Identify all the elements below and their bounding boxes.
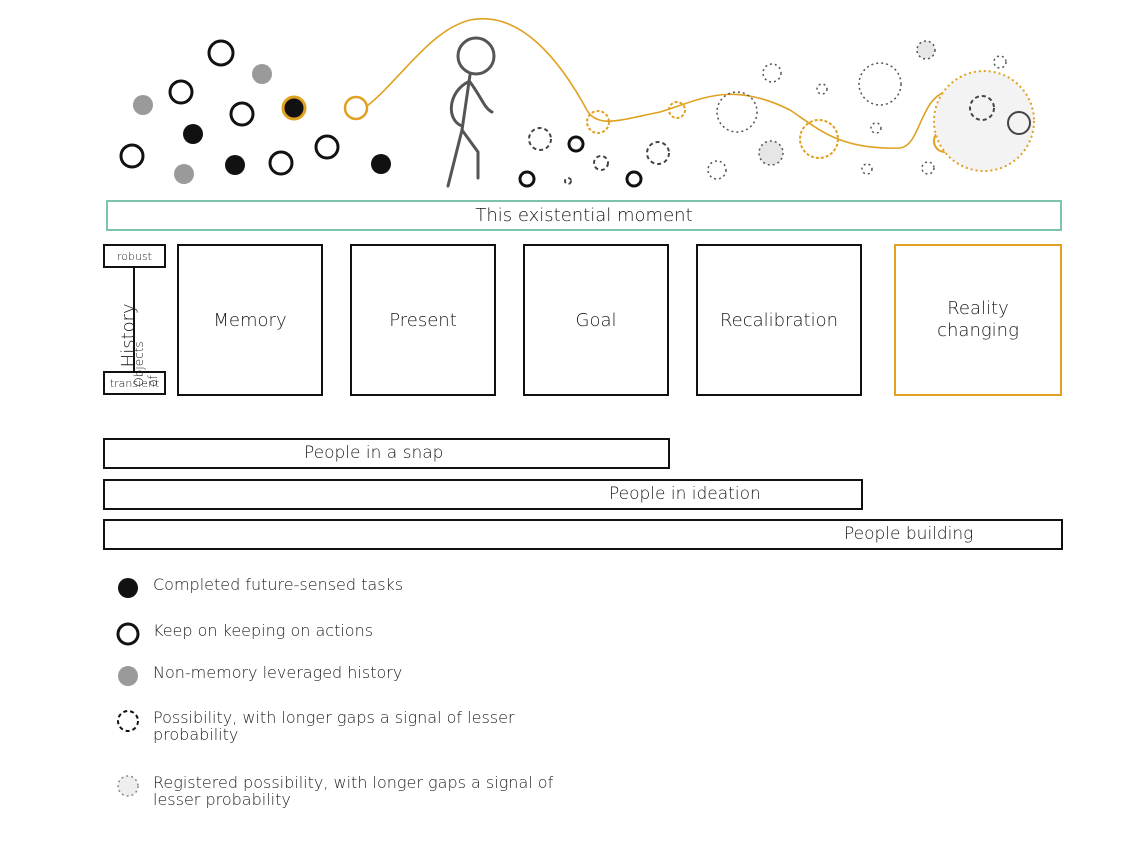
solid-small-circles [518, 135, 643, 188]
people-ideation-bar: People in ideation [103, 479, 863, 510]
stage-label: Present [389, 309, 457, 331]
gold-path [366, 17, 946, 149]
legend-label: Completed future-sensed tasks [153, 575, 404, 594]
grey-circle [133, 95, 153, 115]
legend-label: Possibility, with longer gaps a signal o… [153, 708, 515, 744]
stage-label: Goal [575, 309, 617, 331]
axis-title-large: History [117, 303, 139, 368]
gold-dashed-circles [586, 70, 1035, 172]
dashed-grey-circle-icon [117, 775, 139, 797]
faint-possibility-circles [707, 40, 1007, 180]
axis-title: Objects of History [117, 265, 161, 386]
axis-top-label: robust [116, 249, 152, 263]
axis-line [133, 268, 135, 371]
axis-top-box: robust [103, 244, 166, 268]
history-circles [119, 39, 391, 184]
axis-bottom-box: transient [103, 371, 166, 395]
stage-memory: Memory [177, 244, 323, 396]
inner-reality-circles [969, 95, 1031, 135]
filled-grey-circle-icon [118, 666, 138, 686]
legend-item-keep: Keep on keeping on actions [115, 622, 373, 647]
stage-label: Recalibration [719, 309, 839, 331]
timeline-illustration [119, 17, 1035, 188]
bar-label: People in a snap [304, 443, 444, 463]
grey-circle [174, 164, 194, 184]
legend-item-registered: Registered possibility, with longer gaps… [115, 774, 573, 808]
grey-circle [252, 64, 272, 84]
legend-item-possibility: Possibility, with longer gaps a signal o… [115, 709, 533, 743]
filled-black-circle-icon [118, 578, 138, 598]
people-snap-bar: People in a snap [103, 438, 670, 469]
existential-moment-label: This existential moment [475, 205, 693, 226]
bar-label: People building [844, 524, 974, 544]
dashed-circle-icon [117, 710, 139, 732]
black-circle-gold-ring [281, 95, 307, 121]
bar-label: People in ideation [609, 484, 761, 504]
axis-bottom-label: transient [109, 376, 160, 390]
outline-black-circle-icon [116, 622, 140, 646]
outline-circle [119, 143, 145, 169]
outline-circle [168, 79, 194, 105]
outline-circle [268, 150, 294, 176]
people-building-bar: People building [103, 519, 1063, 550]
gold-outline-circle [343, 95, 369, 121]
existential-moment-bar: This existential moment [106, 200, 1062, 231]
black-circle [225, 155, 245, 175]
legend-item-completed: Completed future-sensed tasks [115, 576, 403, 601]
legend-label: Keep on keeping on actions [153, 621, 374, 640]
legend-item-non-memory: Non-memory leveraged history [115, 664, 402, 689]
outline-circle [207, 39, 235, 67]
outline-circle [314, 134, 340, 160]
black-circle [183, 124, 203, 144]
stage-recalibration: Recalibration [696, 244, 862, 396]
black-circle [371, 154, 391, 174]
stage-reality-changing: Reality changing [894, 244, 1062, 396]
outline-circle [229, 101, 255, 127]
stage-label: Reality changing [937, 298, 1019, 341]
legend-label: Non-memory leveraged history [153, 663, 403, 682]
stage-label: Memory [213, 309, 287, 331]
stage-goal: Goal [523, 244, 669, 396]
legend-label: Registered possibility, with longer gaps… [153, 773, 554, 809]
stick-figure [446, 36, 496, 188]
possibility-circles [528, 127, 670, 185]
stage-present: Present [350, 244, 496, 396]
